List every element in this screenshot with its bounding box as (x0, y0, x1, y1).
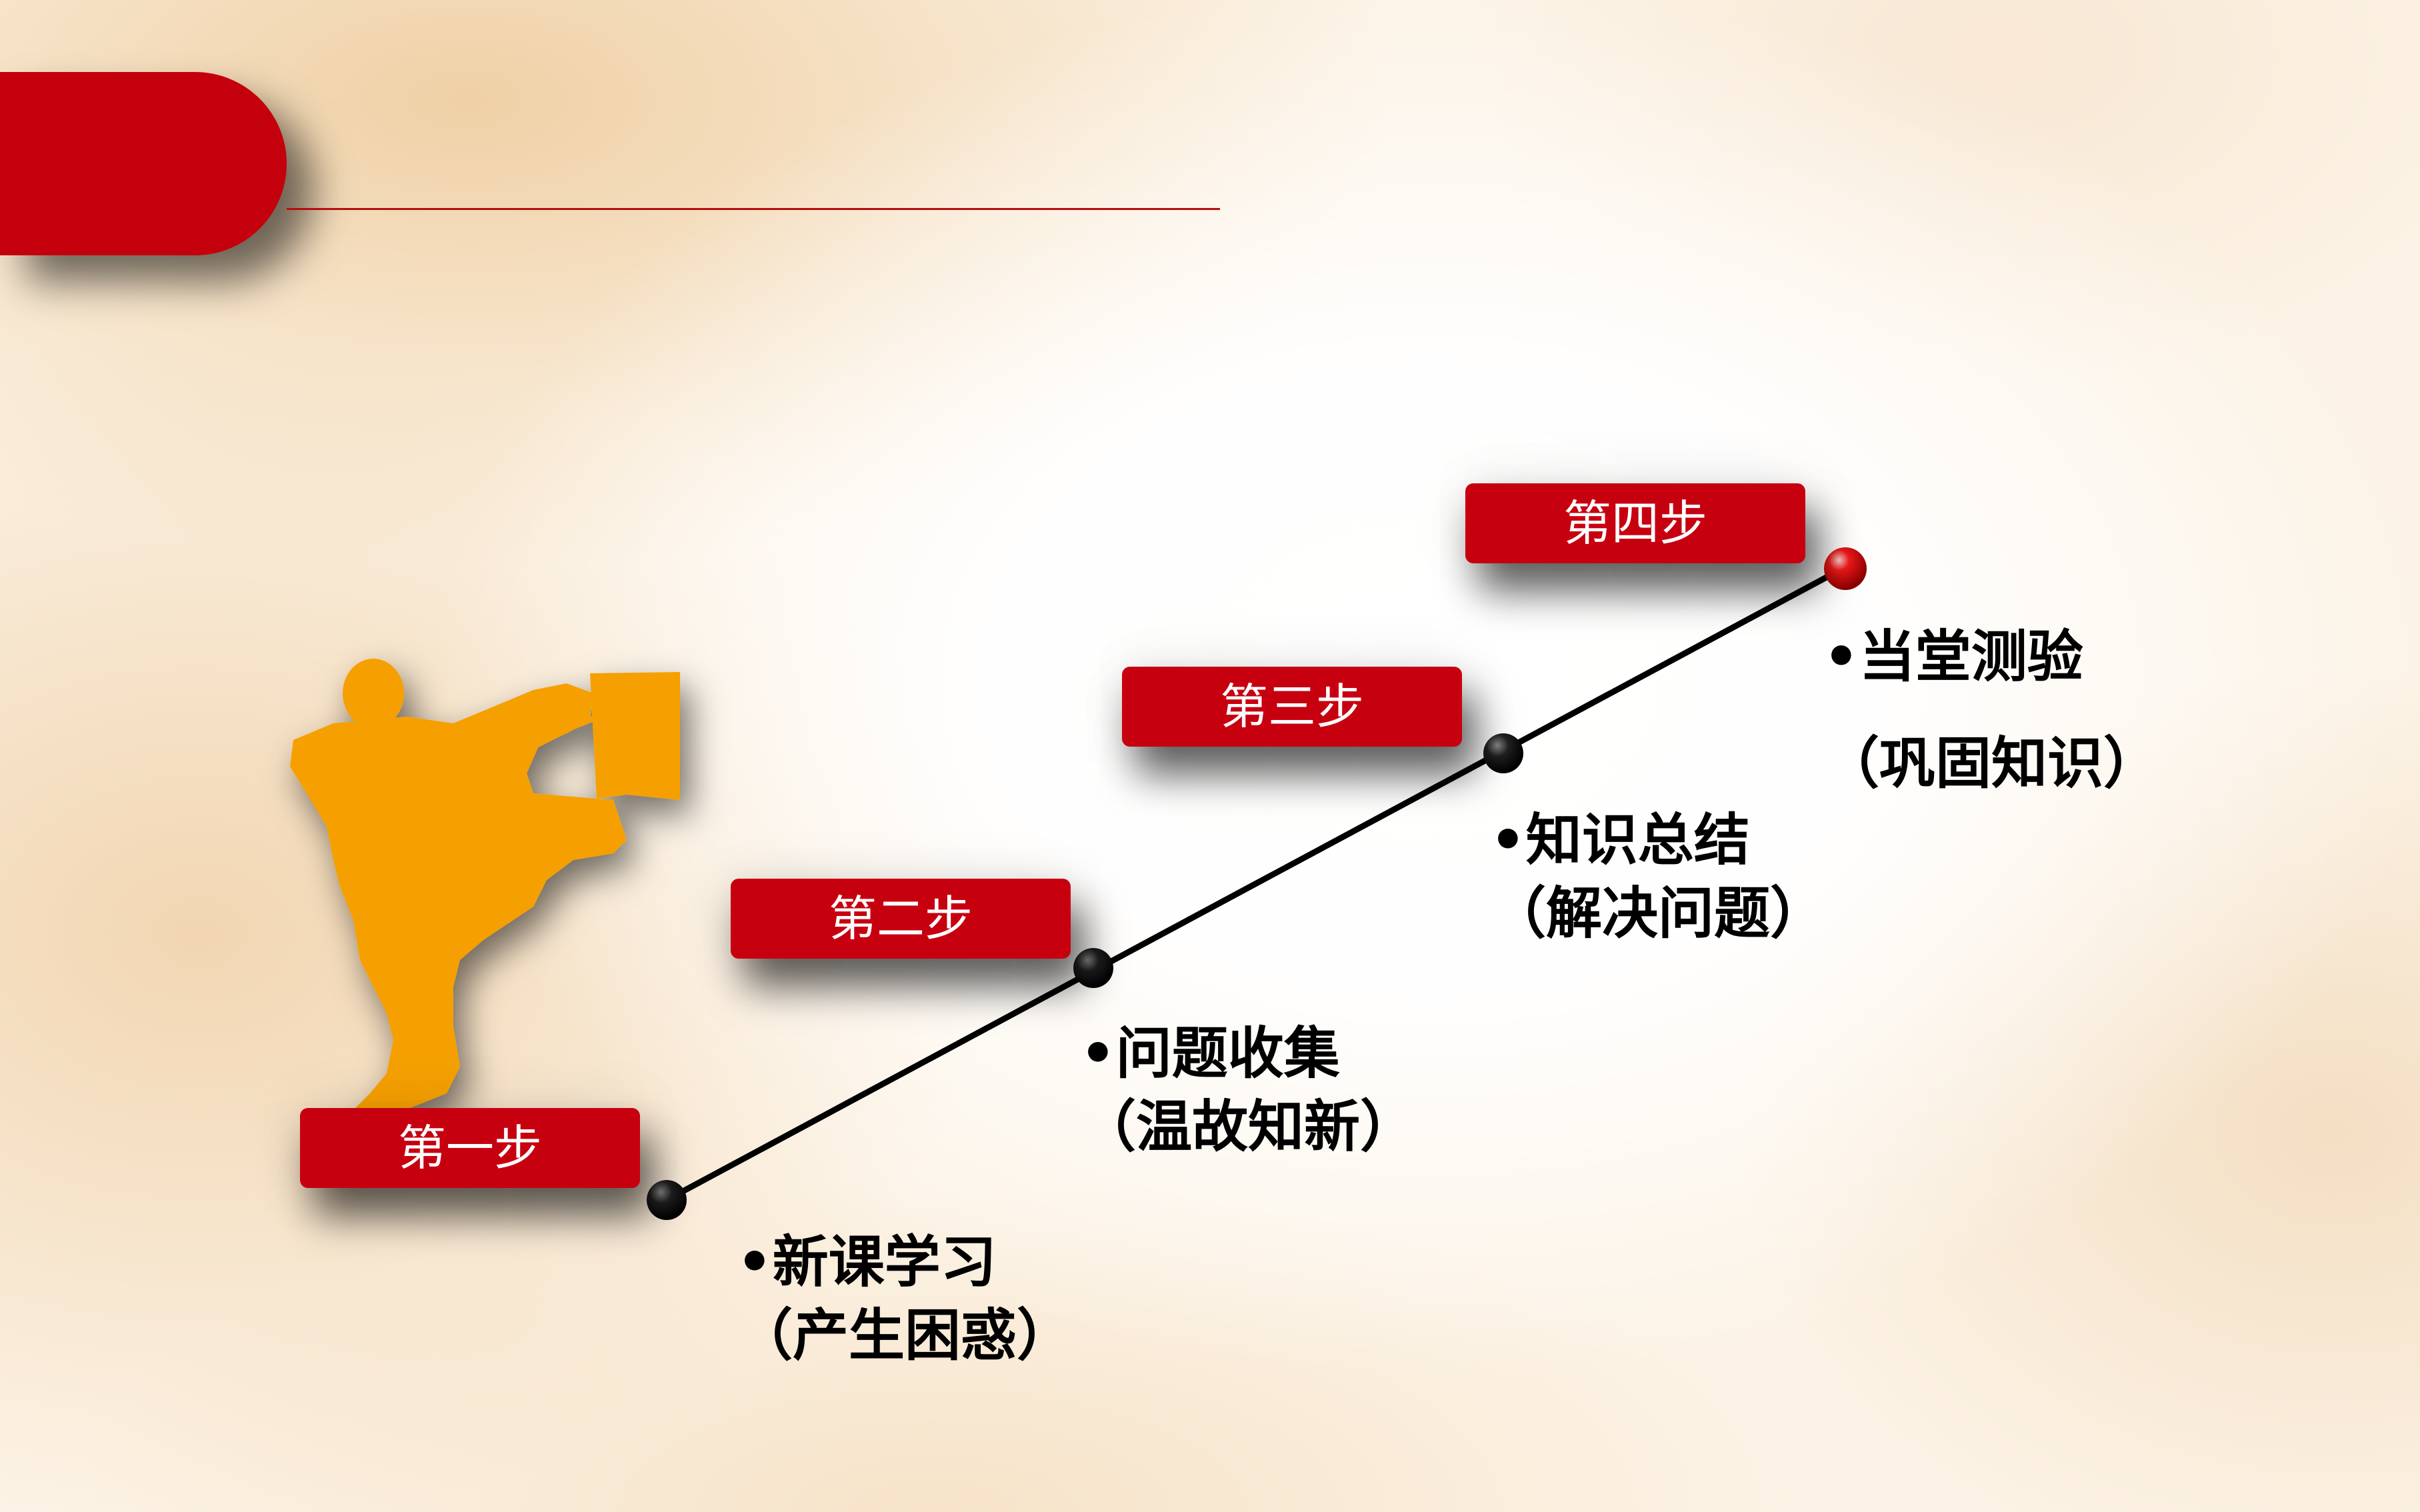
step-text-3: •知识总结 （解决问题） (1490, 803, 1826, 950)
step-label-2: 第二步 (731, 879, 1071, 959)
step-detail-4: （巩固知识） (1823, 731, 2160, 796)
step-text-4: •当堂测验 （巩固知识） (1823, 620, 2159, 800)
header-tab (0, 72, 287, 255)
step-label-1: 第一步 (300, 1108, 640, 1188)
step-detail-2: （温故知新） (1080, 1094, 1417, 1159)
climbing-person-silhouette-icon (290, 659, 680, 1120)
step-title-4: •当堂测验 (1823, 624, 2083, 689)
step-label-4: 第四步 (1465, 483, 1805, 563)
step-detail-1: （产生困惑） (737, 1303, 1073, 1368)
step-title-2: •问题收集 (1080, 1021, 1340, 1086)
header-divider-line (287, 208, 1220, 210)
step-title-1: •新课学习 (737, 1229, 997, 1295)
step-text-2: •问题收集 （温故知新） (1080, 1017, 1416, 1163)
step-text-1: •新课学习 （产生困惑） (737, 1225, 1073, 1372)
step-title-3: •知识总结 (1490, 807, 1750, 873)
step-detail-3: （解决问题） (1490, 881, 1827, 946)
step-label-3: 第三步 (1122, 667, 1462, 747)
